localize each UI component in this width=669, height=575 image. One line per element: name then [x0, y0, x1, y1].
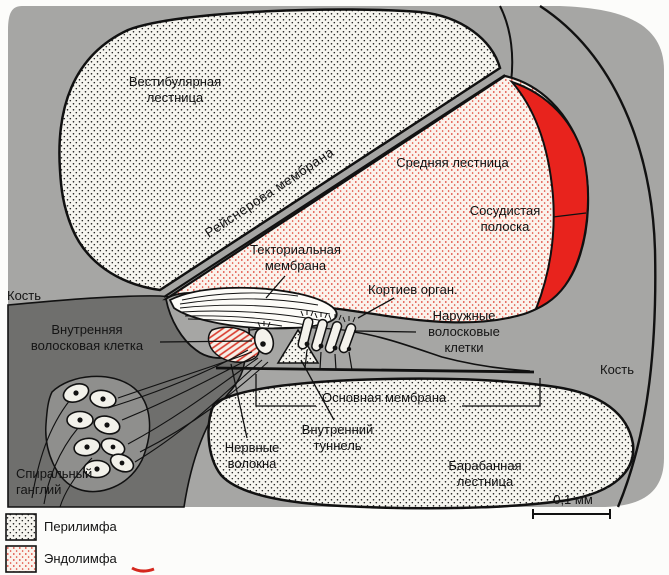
- scale-bar-label: 0,1 мм: [553, 492, 593, 507]
- stria-vascularis-label: Сосудистая полоска: [469, 203, 541, 234]
- inner-tunnel-label: Внутренний туннель: [301, 422, 374, 453]
- outer-bone-wall-line: [539, 4, 657, 508]
- scala-media-label: Средняя лестница: [396, 155, 509, 170]
- scale-bar: [532, 509, 611, 519]
- perilymph-legend-label: Перилимфа: [44, 519, 117, 534]
- inner-hair-cell-shape: [253, 321, 275, 355]
- scala-vestibuli-region: [58, 8, 502, 292]
- perilymph-legend-swatch: [5, 513, 37, 541]
- scala-tympani-region: [207, 377, 635, 510]
- stria-vascularis-region: [508, 79, 589, 311]
- organ-of-corti-label: Кортиев орган.: [368, 282, 458, 297]
- scala-media-outer-wall-line: [499, 5, 514, 83]
- red-pen-mark: [131, 566, 155, 573]
- tectorial-membrane-label: Текториальная мембрана: [250, 242, 341, 273]
- spiral-ganglion-label: Спиральный ганглий: [16, 466, 93, 497]
- bone-right-label: Кость: [600, 362, 635, 377]
- hensen-cells-line: [353, 331, 531, 372]
- outer-hair-cells-shapes: [297, 310, 357, 371]
- endolymph-legend-swatch: [5, 545, 37, 573]
- inner-hair-cell-label: Внутренняя волосковая клетка: [30, 322, 144, 353]
- basilar-membrane-label: Основная мембрана: [322, 390, 447, 405]
- nerve-fibers-label: Нервные волокна: [224, 440, 280, 471]
- bone-left-label: Кость: [7, 288, 42, 303]
- spiral-ganglion-cells: [62, 383, 135, 479]
- scala-tympani-label: Барабанная лестница: [448, 458, 522, 489]
- reissner-membrane-line: [163, 74, 506, 298]
- basilar-membrane-line: [215, 366, 535, 374]
- endolymph-legend-label: Эндолимфа: [44, 551, 117, 566]
- leader-lines: [159, 212, 587, 439]
- tectorial-membrane-shape: [168, 286, 338, 330]
- outer-hair-cells-label: Наружные волосковые клетки: [428, 308, 500, 355]
- scala-vestibuli-label: Вестибулярная лестница: [128, 74, 222, 105]
